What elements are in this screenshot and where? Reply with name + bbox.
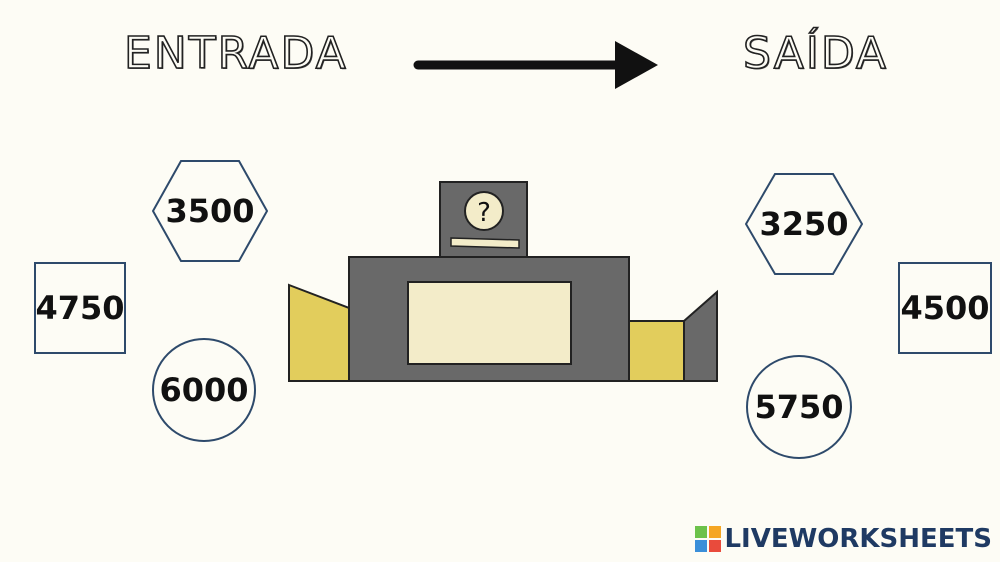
input-square[interactable]: 4750	[34, 262, 126, 354]
input-circle-value: 6000	[159, 371, 249, 409]
function-machine: ?	[288, 181, 718, 382]
output-circle-value: 5750	[754, 388, 844, 426]
input-square-value: 4750	[35, 289, 125, 327]
entrada-title: ENTRADA	[123, 27, 348, 80]
arrow-right-icon	[413, 41, 658, 89]
input-hexagon-value: 3500	[165, 192, 255, 230]
saida-title: SAÍDA	[742, 27, 889, 80]
input-circle[interactable]: 6000	[152, 338, 256, 442]
liveworksheets-logo-icon	[695, 526, 722, 552]
output-circle[interactable]: 5750	[746, 355, 852, 459]
output-hexagon[interactable]: 3250	[745, 173, 863, 275]
output-hexagon-value: 3250	[759, 205, 849, 243]
liveworksheets-logo: LIVEWORKSHEETS	[695, 524, 992, 554]
output-square[interactable]: 4500	[898, 262, 992, 354]
brand-name: LIVEWORKSHEETS	[724, 524, 992, 554]
input-hexagon[interactable]: 3500	[152, 160, 268, 262]
output-square-value: 4500	[900, 289, 990, 327]
question-icon: ?	[477, 198, 491, 228]
